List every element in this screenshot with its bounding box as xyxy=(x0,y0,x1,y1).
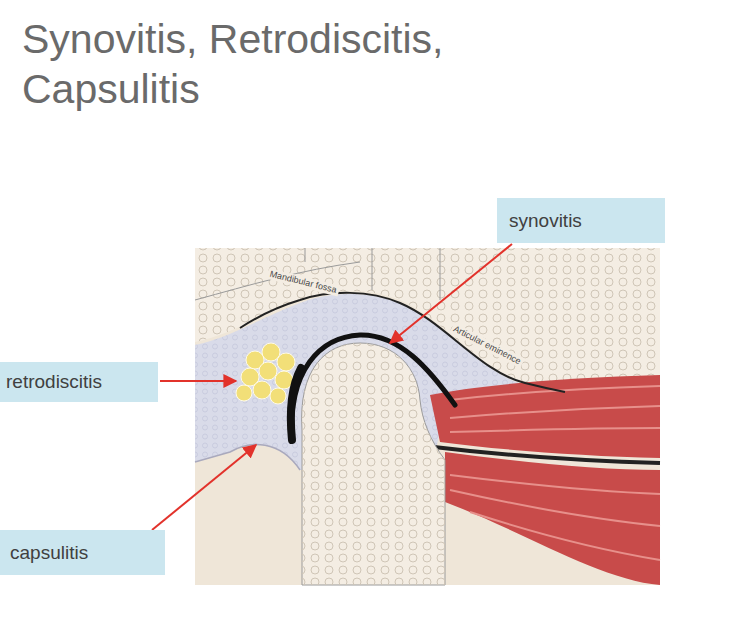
muscle-tendon xyxy=(425,446,660,463)
bone-suture xyxy=(195,248,440,300)
slide-title: Synovitis, Retrodiscitis, Capsulitis xyxy=(22,14,582,114)
retrodiscal-lobule xyxy=(236,385,252,401)
callout-label: capsulitis xyxy=(10,541,153,565)
fossa-surface xyxy=(240,293,565,392)
retrodiscal-tissue xyxy=(236,343,295,404)
callout-box: retrodiscitis xyxy=(0,362,158,402)
anatomy-label: Articular eminence xyxy=(450,323,525,368)
callout-box: synovitis xyxy=(497,198,665,243)
anatomy-label: Mandibular fossa xyxy=(267,268,340,296)
leader-line xyxy=(152,445,256,530)
capsule-edge xyxy=(195,445,300,470)
callout-box: capsulitis xyxy=(0,530,165,575)
articular-disc xyxy=(292,335,455,440)
muscle-lower-belly xyxy=(445,452,660,585)
callout-label: retrodiscitis xyxy=(6,370,146,394)
muscle-fibres xyxy=(450,386,660,560)
retrodiscal-lobule xyxy=(277,353,295,371)
illustration-ground xyxy=(195,248,660,585)
leader-line xyxy=(160,380,236,382)
disc-posterior-band xyxy=(291,368,301,440)
retrodiscal-lobule xyxy=(270,388,286,404)
retrodiscal-lobule xyxy=(253,381,271,399)
condyle-texture xyxy=(302,343,445,585)
mandibular-condyle xyxy=(302,343,445,585)
callout-label: synovitis xyxy=(509,209,653,233)
retrodiscal-lobule xyxy=(259,362,277,380)
